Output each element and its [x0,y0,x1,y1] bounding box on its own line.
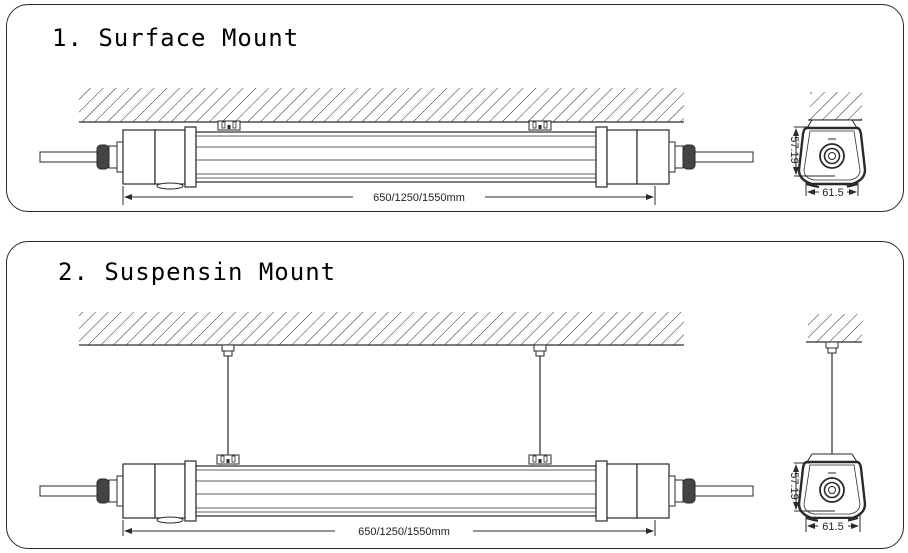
height-label: 57.19 [788,136,800,164]
length-label: 650/1250/1550mm [373,192,465,204]
fixture-end-profile [797,452,867,524]
ceiling-anchor-right [533,344,547,357]
length-label: 650/1250/1550mm [358,526,450,538]
end-view-ceiling-hatch [810,92,862,120]
ceiling-anchor-left [221,344,235,357]
surface-mount-panel [6,4,904,212]
suspension-mount-panel [6,241,904,549]
mounting-clip-left [216,454,240,465]
suspension-mount-drawing: 650/1250/1550mm 57.19 61.5 [39,312,867,538]
width-label: 61.5 [822,187,843,199]
ceiling-hatch [79,312,684,345]
width-label: 61.5 [822,521,843,533]
ceiling-hatch [79,88,684,122]
light-fixture-side-view [39,126,754,190]
suspension-mount-title: 2. Suspensin Mount [58,258,337,286]
mounting-clip-right [528,454,552,465]
surface-mount-drawing: 650/1250/1550mm 57.19 61.5 [39,88,867,205]
mounting-clip-left [217,120,241,131]
end-view-ceiling-hatch [808,314,862,342]
end-view-ceiling-anchor [825,341,839,354]
surface-mount-title: 1. Surface Mount [52,24,300,52]
height-label: 57.19 [788,472,800,500]
mounting-clip-right [528,120,552,131]
light-fixture-side-view [39,460,754,524]
fixture-end-profile [797,118,867,190]
